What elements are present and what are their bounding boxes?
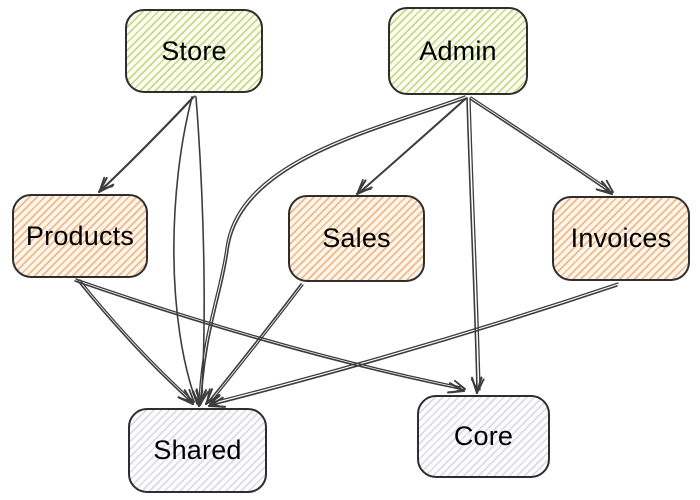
- edge-products-shared: [77, 280, 191, 402]
- edge-store-shared-arrowhead: [199, 391, 206, 405]
- edge-store-products-arrowhead: [99, 176, 106, 191]
- edge-admin-core-arrowhead: [470, 378, 479, 392]
- edge-sales-shared: [210, 284, 304, 403]
- edge-invoices-shared-arrowhead: [207, 396, 224, 408]
- edge-products-shared-arrowhead: [183, 389, 195, 406]
- edge-products-core-arrowhead: [448, 382, 466, 393]
- edge-store-shared: [195, 96, 205, 405]
- edge-admin-invoices-arrowhead: [600, 180, 614, 196]
- edge-products-shared: [79, 279, 193, 401]
- node-sales: Sales: [288, 195, 425, 282]
- node-store: Store: [125, 9, 263, 93]
- edge-invoices-shared-arrowhead: [207, 404, 227, 408]
- node-core-label: Core: [453, 421, 514, 451]
- edge-products-core-arrowhead: [451, 388, 466, 394]
- node-sales-label: Sales: [322, 223, 391, 253]
- edge-products-core-arrowhead: [453, 379, 466, 390]
- edge-invoices-shared: [211, 285, 618, 406]
- edge-admin-shared-arrowhead: [195, 388, 202, 407]
- edge-admin-sales-arrowhead: [355, 186, 373, 196]
- edge-invoices-shared-arrowhead: [209, 403, 224, 408]
- edge-admin-invoices: [470, 96, 610, 190]
- edge-admin-core: [466, 97, 478, 391]
- edge-admin-sales-arrowhead: [355, 179, 367, 196]
- node-admin: Admin: [388, 7, 528, 95]
- edge-products-core: [75, 278, 462, 388]
- edge-store-products-arrowhead: [97, 183, 115, 194]
- edge-admin-sales-arrowhead: [357, 179, 364, 193]
- edge-sales-shared-arrowhead: [206, 388, 211, 403]
- edge-admin-invoices-arrowhead: [605, 179, 614, 193]
- edge-admin-sales-arrowhead: [357, 187, 372, 193]
- edge-store-products-arrowhead: [97, 176, 108, 194]
- edge-store-products-arrowhead: [99, 185, 114, 191]
- edge-products-shared-arrowhead: [177, 396, 195, 406]
- edge-admin-core-arrowhead: [471, 376, 479, 395]
- edge-products-shared-arrowhead: [180, 397, 195, 403]
- edge-admin-sales: [362, 97, 468, 191]
- node-shared-label: Shared: [153, 435, 242, 465]
- node-invoices: Invoices: [552, 196, 690, 281]
- edge-admin-shared-arrowhead: [195, 390, 202, 404]
- edge-sales-shared-arrowhead: [204, 394, 221, 406]
- edge-admin-core: [469, 97, 481, 391]
- node-products-label: Products: [25, 220, 135, 251]
- edge-products-core: [74, 280, 461, 390]
- edge-admin-sales: [360, 98, 466, 192]
- edge-sales-shared: [208, 283, 302, 402]
- edge-sales-shared-arrowhead: [206, 395, 220, 403]
- edge-admin-core-arrowhead: [475, 376, 483, 395]
- edge-admin-invoices: [469, 98, 609, 192]
- edge-store-shared-arrowhead: [192, 392, 201, 405]
- node-store-label: Store: [161, 35, 227, 66]
- node-invoices-label: Invoices: [570, 223, 672, 253]
- edge-sales-shared-arrowhead: [204, 388, 214, 406]
- edge-admin-shared-arrowhead: [200, 391, 209, 404]
- node-admin-label: Admin: [419, 35, 497, 66]
- node-products: Products: [12, 194, 148, 278]
- edge-admin-invoices-arrowhead: [595, 188, 614, 196]
- edge-invoices-shared: [212, 282, 619, 403]
- edge-store-products: [101, 96, 194, 190]
- node-shared: Shared: [128, 408, 267, 493]
- edge-products-shared-arrowhead: [188, 388, 195, 403]
- edge-store-shared-arrowhead: [191, 390, 201, 408]
- edge-admin-shared-arrowhead: [198, 389, 208, 407]
- node-core: Core: [417, 395, 550, 478]
- edge-invoices-shared-arrowhead: [209, 394, 221, 405]
- edge-store-shared: [173, 96, 198, 405]
- edge-products-core-arrowhead: [447, 389, 466, 394]
- edge-store-products: [103, 95, 196, 189]
- edge-store-shared-arrowhead: [197, 389, 204, 408]
- edge-admin-invoices-arrowhead: [599, 189, 614, 193]
- edge-admin-core-arrowhead: [477, 378, 485, 392]
